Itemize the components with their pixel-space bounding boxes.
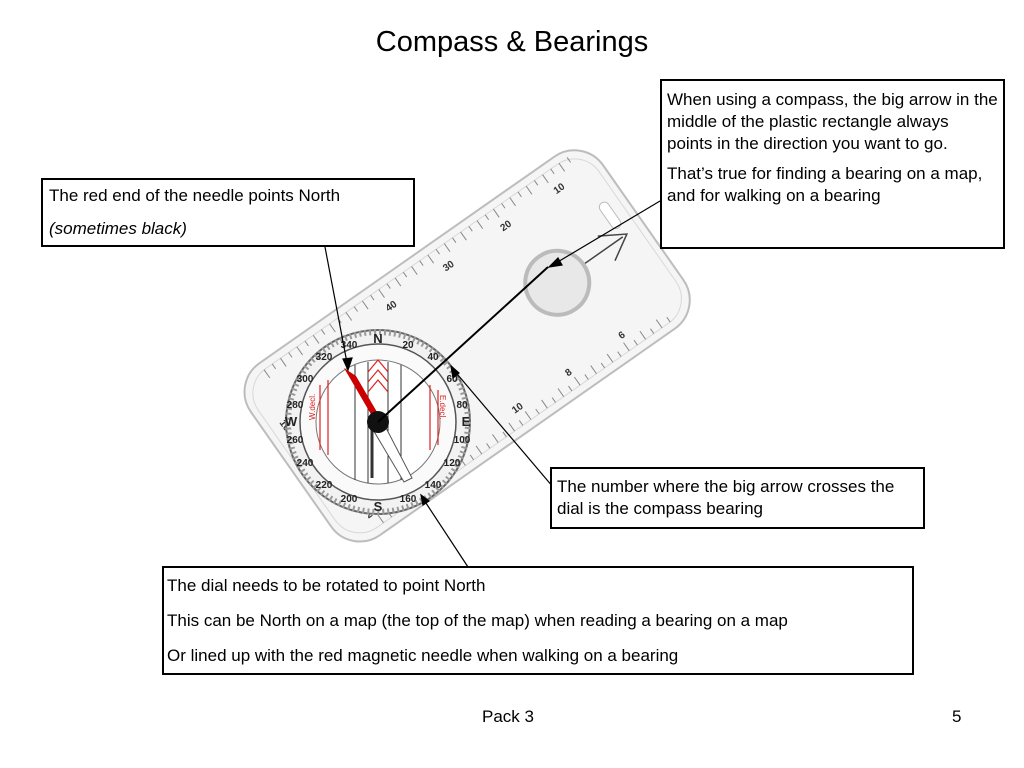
pointer-dial-arrowhead [420,493,431,506]
ruler-number: 8 [563,367,574,379]
compass-dial: W.decl. E.decl. N E S W 20 40 60 80 100 … [285,329,471,515]
callout-arrow-text: When using a compass, the big arrow in t… [667,90,998,153]
dial-cardinal-s: S [374,499,383,514]
ruler-number: 6 [617,329,628,341]
dial-cardinal-w: W [285,414,298,429]
dial-number: 260 [287,435,304,446]
callout-pointers [324,200,661,568]
dial-number: 80 [456,400,468,411]
pointer-crossing [451,367,554,488]
dial-number: 160 [400,494,417,505]
footer-label: Pack 3 [482,707,534,726]
pointer-arrow-arrowhead [547,257,563,268]
dial-number: 60 [446,374,458,385]
callout-crossing-text: The number where the big arrow crosses t… [557,477,895,518]
callout-needle-text: The red end of the needle points North [49,186,341,205]
dial-number: 240 [297,458,314,469]
dial-number: 280 [287,400,304,411]
page-number: 5 [952,707,962,726]
callout-dial-line: This can be North on a map (the top of t… [167,610,788,630]
dial-number: 340 [341,340,358,351]
callout-crossing: The number where the big arrow crosses t… [550,467,925,529]
pointer-dial [421,496,469,568]
dial-number: 20 [402,340,414,351]
dial-cardinal-e: E [462,414,471,429]
needle-north-end [344,368,384,424]
pointer-needle [324,246,349,369]
dial-number: 220 [316,480,333,491]
dial-grip [285,329,471,515]
pointer-needle-arrowhead [342,357,353,372]
callout-needle: The red end of the needle points North (… [41,178,415,247]
callout-dial-line: Or lined up with the red magnetic needle… [167,645,679,665]
callout-dial: The dial needs to be rotated to point No… [162,566,914,675]
pointer-arrow [550,200,661,267]
dial-number: 120 [444,458,461,469]
magnifier-lens [523,248,592,317]
declination-marks [319,359,439,455]
decl-w-label: W.decl. [308,394,317,420]
callout-needle-note: (sometimes black) [49,218,187,238]
slide-title: Compass & Bearings [375,26,649,58]
callout-arrow-note: That’s true for finding a bearing on a m… [667,164,983,205]
bearing-line [377,266,549,423]
dial-number: 140 [425,480,442,491]
dial-number: 40 [427,352,439,363]
callout-arrow: When using a compass, the big arrow in t… [660,79,1005,249]
dial-number: 200 [341,494,358,505]
dial-number: 100 [454,435,471,446]
ruler-ticks-top [263,157,571,379]
dial-number: 320 [316,352,333,363]
dial-numbers: N E S W 20 40 60 80 100 120 140 160 200 … [285,331,471,514]
callout-dial-line: The dial needs to be rotated to point No… [167,576,486,595]
dial-cardinal-n: N [373,331,382,346]
pointer-crossing-arrowhead [450,364,460,380]
decl-e-label: E.decl. [438,395,447,419]
dial-number: 300 [297,374,314,385]
